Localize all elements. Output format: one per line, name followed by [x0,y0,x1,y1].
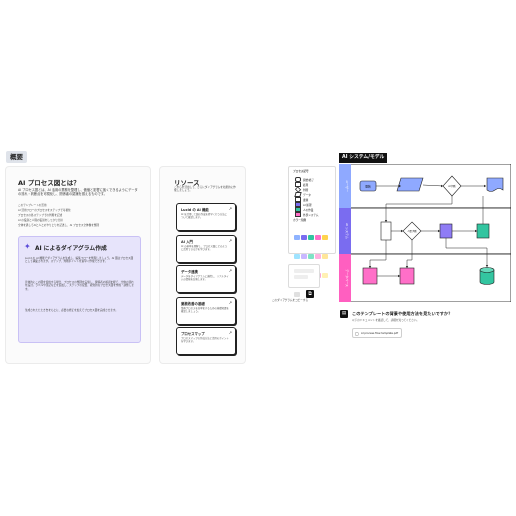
resource-link[interactable]: データ連携 ↗ データをダイアグラムに連携し、リアルタイムの情報を反映します。 [176,265,236,293]
node-human-task [476,223,490,239]
copy-caption: このダイアグラムをコピーする [271,299,309,302]
ai-box-paragraph: 生成されたたたき台をもとに、必要な修正を加えてプロセス図を完成させます。 [25,309,118,312]
file-attachment[interactable]: ▢ AI process flow template.pdf [352,328,402,338]
resource-link[interactable]: 業務改善の基礎 ↗ 業務プロセスを効率化するための基礎知識を確認しましょう。 [176,297,236,325]
file-name: AI process flow template.pdf [361,332,399,335]
resource-desc: プロセスマップの作成方法と活用のポイントを学びます。 [181,337,229,344]
external-link-icon: ↗ [228,238,232,243]
sparkle-icon: ✦ [24,242,31,251]
node-db-1 [362,267,378,285]
node-decision-1-label: AI 判断 [448,184,456,188]
node-database-top [479,267,495,273]
resource-link[interactable]: プロセスマップ ↗ プロセスマップの作成方法と活用のポイントを学びます。 [176,327,236,355]
ai-box-title: AI によるダイアグラム作成 [35,246,107,252]
color-swatch [307,253,314,259]
list-item: 全体を通してAIと人とのやりとりを記述し、AI プロセス全体像を整理 [18,224,100,227]
color-swatch [293,234,300,240]
color-swatch [293,253,300,259]
node-start-label: 開始 [365,185,371,189]
resource-title: AI 入門 [181,240,193,244]
legend-row: AI 処理 [295,202,312,207]
overview-card: AI プロセス図とは？ AI プロセス図とは、AI 活用の業務を整理し、価値と影… [5,166,151,364]
resource-title: プロセスマップ [181,332,205,336]
ai-box-paragraph: 具体的にこの図を使用する場合、プロセスの整理を実施し、関係者の確認を経て、全体の… [25,281,134,291]
resource-title: 業務改善の基礎 [181,302,205,306]
resource-desc: AI を活用して図の作成を素早く行う方法について確認します。 [181,213,228,220]
palette-title: カラー凡例 [293,219,306,222]
node-process-blank [380,221,392,241]
process-diagram: ユーザー AI システム データベース 開始 AI 判断 人間 判断 [339,164,511,302]
color-swatch [314,234,321,240]
resource-title: データ連携 [181,270,198,274]
list-item: AI の役割と人間の役割をしっかり分担 [18,219,63,222]
copy-preview [294,269,314,273]
external-link-icon: ↗ [228,206,232,211]
legend-row: 人の作業 [295,207,313,212]
copy-icon[interactable]: ⧉ [306,290,314,298]
color-swatch [314,253,321,259]
help-subtitle: 以下のドキュメントを確認して、詳細を知ってください。 [352,319,420,322]
external-link-icon: ↗ [228,330,232,335]
node-decision-2-label: 人間 判断 [407,229,417,233]
section-badge: 概要 [6,151,27,163]
document-icon: ▤ [340,310,348,318]
resource-link[interactable]: AI 入門 ↗ AI の基本を理解し、プロセス図にどのように活用できるかを学びま… [176,235,236,263]
overview-intro: AI プロセス図とは、AI 活用の業務を整理し、価値と影響に強くできるようにデー… [18,188,138,197]
external-link-icon: ↗ [228,268,232,273]
ai-diagram-box: ✦ AI によるダイアグラム作成 Lucid の AI 機能でダイアグラムを生成… [18,236,141,343]
diagram-title: AI システム/モデル [339,153,388,163]
lane-label: データベース [345,269,350,287]
copy-panel[interactable] [288,264,320,288]
resources-title: リソース [174,179,200,187]
overview-list: このテンプレートの活用 AI 活用フローのプロセスをステップで可視化 プロセスの… [18,204,140,229]
color-swatch [307,234,314,240]
resources-intro: これらを活用して、さらにダイアグラムを効果的に作成しましょう。 [174,186,236,193]
file-icon: ▢ [355,331,359,336]
lane-label: ユーザー [345,180,350,192]
list-item: プロセスの各ステップでの判断を記述 [18,214,63,217]
node-doc [486,177,504,192]
color-swatch [321,272,328,278]
legend-row: 書類 [295,197,308,202]
color-swatch [321,234,328,240]
resources-card: リソース これらを活用して、さらにダイアグラムを効果的に作成しましょう。 Luc… [159,166,246,364]
node-ai-process [439,223,453,239]
color-swatch [293,291,300,297]
ai-box-paragraph: Lucid の AI 機能でダイアグラムを生成し、編集フローを整理しましょう。A… [25,257,134,264]
resource-desc: AI の基本を理解し、プロセス図にどのように活用できるかを学びます。 [181,245,228,252]
lane-header-db [339,254,351,302]
legend-row: 判断 [294,186,308,193]
color-swatch [300,253,307,259]
legend-row: 処理 [295,182,308,187]
list-item: AI 活用フローのプロセスをステップで可視化 [18,209,71,212]
node-data [396,177,424,192]
legend-title: プロセス記号 [293,170,309,173]
resource-title: Lucid の AI 機能 [181,208,209,212]
help-title: このテンプレートの背景や使用方法を見たいですか？ [352,311,453,316]
overview-title: AI プロセス図とは？ [18,179,80,187]
color-swatch [321,253,328,259]
legend-row: 開始/終了 [295,177,314,182]
node-db-2 [399,267,415,285]
color-swatch [300,234,307,240]
list-item: このテンプレートの活用 [18,204,47,207]
resource-desc: 業務プロセスを効率化するための基礎知識を確認しましょう。 [181,307,229,314]
legend-row: データ [294,192,311,197]
legend-row: 外部システム [295,212,319,217]
lane-header-user [339,164,351,208]
external-link-icon: ↗ [228,300,232,305]
lane-header-ai [339,208,351,254]
resource-desc: データをダイアグラムに連携し、リアルタイムの情報を反映します。 [181,275,229,282]
legend-panel: プロセス記号 開始/終了 処理 判断 データ 書類 AI 処理 人の作業 外部シ… [288,166,336,297]
arrowheads [368,184,489,278]
resource-link[interactable]: Lucid の AI 機能 ↗ AI を活用して図の作成を素早く行う方法について… [176,203,236,231]
copy-preview [294,275,308,279]
lane-label: AI システム [345,223,350,239]
